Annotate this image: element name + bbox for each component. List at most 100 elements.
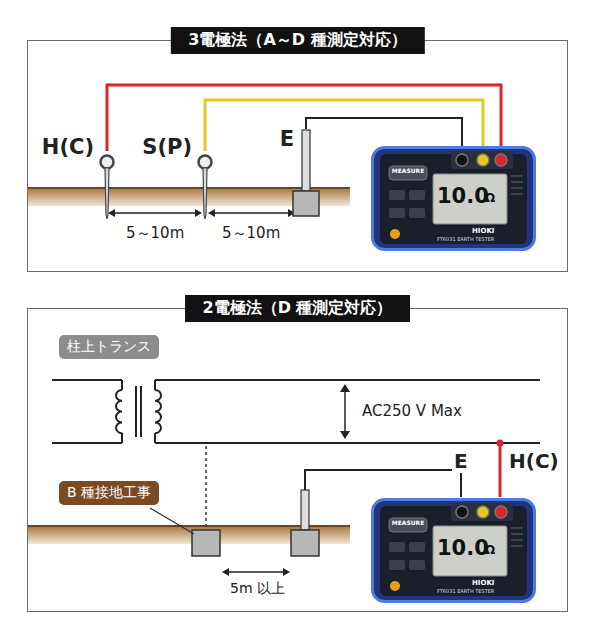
drawing-part <box>155 390 161 433</box>
drawing-part <box>212 212 291 214</box>
tester-text: MEASURE <box>390 168 426 174</box>
electrode-label: H(C) <box>42 135 94 159</box>
drawing-part <box>409 190 425 200</box>
drawing-part <box>121 433 123 443</box>
annotation-label: AC250 V Max <box>360 402 464 420</box>
drawing-part <box>101 156 114 169</box>
tester-text: FT6031 EARTH TESTER <box>437 237 494 242</box>
drawing-part <box>409 560 425 570</box>
drawing-part <box>112 212 198 214</box>
drawing-part <box>477 154 489 166</box>
drawing-part <box>155 442 540 444</box>
panel-frame: 3電極法（A～D 種測定対応）H(C)S(P)EMEASURE10.0ΩHIOK… <box>27 40 568 272</box>
drawing-part <box>121 380 123 390</box>
tester-text: MEASURE <box>390 520 426 526</box>
earth-tester: MEASURE 10.0Ω HIOKI FT6031 EARTH TESTER <box>371 146 536 251</box>
drawing-part <box>389 190 405 200</box>
drawing-part <box>511 540 523 541</box>
drawing-part <box>340 431 350 439</box>
electrode-stake <box>196 151 214 219</box>
drawing-part <box>409 208 425 218</box>
annotation-label: 5～10m <box>124 224 186 243</box>
tester-text: HIOKI <box>472 580 494 587</box>
label-box: 柱上トランス <box>59 335 159 359</box>
drawing-part <box>52 442 122 444</box>
electrode: S(P) <box>196 151 214 219</box>
label-box: B 種接地工事 <box>59 481 159 505</box>
drawing-part <box>495 154 507 166</box>
drawing-part <box>511 534 523 535</box>
drawing-part <box>195 209 202 217</box>
drawing-part <box>344 388 346 435</box>
drawing-part <box>451 503 513 521</box>
label-text: B 種接地工事 <box>67 484 151 500</box>
drawing-part <box>199 156 212 169</box>
drawing-part <box>293 191 319 216</box>
junction-dot <box>497 440 504 447</box>
drawing-part <box>433 174 507 224</box>
drawing-part <box>373 148 535 250</box>
annotation-label: 5m 以上 <box>228 580 287 598</box>
annotation-label: H(C) <box>507 449 561 473</box>
drawing-part <box>511 182 523 183</box>
tester-text: 10.0 <box>437 186 489 207</box>
electrode-stake <box>98 151 116 219</box>
drawing-part <box>108 209 115 217</box>
tester-text: 10.0 <box>437 538 489 559</box>
drawing-part <box>511 176 523 177</box>
pole-transformer <box>52 380 540 443</box>
drawing-part <box>477 506 489 518</box>
earth-rod <box>301 490 309 530</box>
dimension-arrow <box>222 568 290 576</box>
drawing-part <box>390 229 400 239</box>
leader-line <box>150 508 194 534</box>
dimension-arrow <box>108 209 295 217</box>
electrode-label: S(P) <box>142 135 192 159</box>
lead-wire <box>306 118 462 146</box>
drawing-part <box>456 154 468 166</box>
drawing-part <box>226 571 286 573</box>
drawing-part <box>208 209 215 217</box>
drawing-part <box>511 546 523 547</box>
drawing-part <box>140 386 142 437</box>
earth-tester: MEASURE 10.0Ω HIOKI FT6031 EARTH TESTER <box>371 498 536 603</box>
drawing-part <box>389 166 427 180</box>
ground-conductor <box>205 446 207 528</box>
drawing-part <box>511 528 523 529</box>
annotation-label: E <box>452 449 470 473</box>
drawing-part <box>135 386 137 437</box>
drawing-part <box>116 390 122 433</box>
tester-text: HIOKI <box>472 228 494 235</box>
drawing-part <box>373 500 535 602</box>
tester-text: Ω <box>485 544 495 556</box>
drawing-part <box>283 568 290 576</box>
drawing-part <box>389 542 405 552</box>
annotation-label: 5～10m <box>220 224 282 243</box>
drawing-part <box>433 526 507 576</box>
drawing-part <box>222 568 229 576</box>
drawing-part <box>203 168 207 219</box>
drawing-part <box>340 384 350 392</box>
h-wire <box>499 443 502 497</box>
electrode: E <box>292 129 320 217</box>
drawing-part <box>154 433 156 443</box>
drawing-part <box>409 542 425 552</box>
ground-electrode-box <box>192 530 220 556</box>
voltage-arrow <box>340 384 350 439</box>
drawing-part <box>495 506 507 518</box>
electrode: H(C) <box>98 151 116 219</box>
tester-text: Ω <box>485 192 495 204</box>
drawing-part <box>105 168 109 219</box>
tester-text: FT6031 EARTH TESTER <box>437 589 494 594</box>
drawing-part <box>154 380 156 390</box>
drawing-part <box>511 194 523 195</box>
panel-title: 3電極法（A～D 種測定対応） <box>170 27 424 54</box>
drawing-part <box>389 208 405 218</box>
earth-rod-box <box>291 530 319 556</box>
panel-frame: 2電極法（D 種測定対応）柱上トランスB 種接地工事MEASURE10.0ΩHI… <box>27 308 568 612</box>
drawing-part <box>389 518 427 532</box>
drawing-part <box>456 506 468 518</box>
electrode-label: E <box>280 127 294 151</box>
label-text: 柱上トランス <box>67 338 151 354</box>
